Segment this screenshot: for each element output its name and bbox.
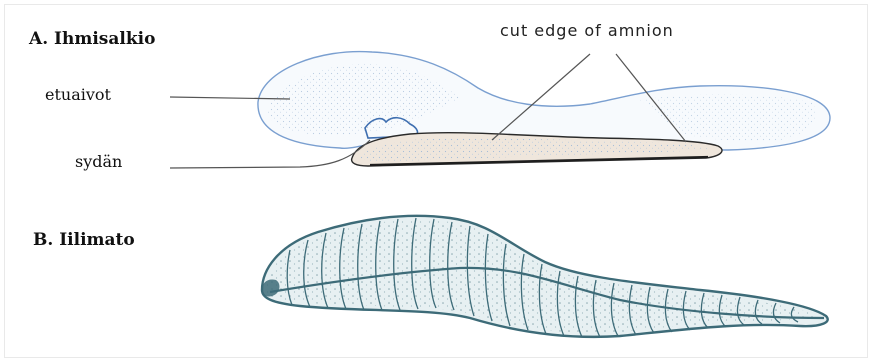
human-embryo [170, 52, 830, 168]
leech-texture [266, 220, 820, 333]
leech [262, 216, 828, 337]
